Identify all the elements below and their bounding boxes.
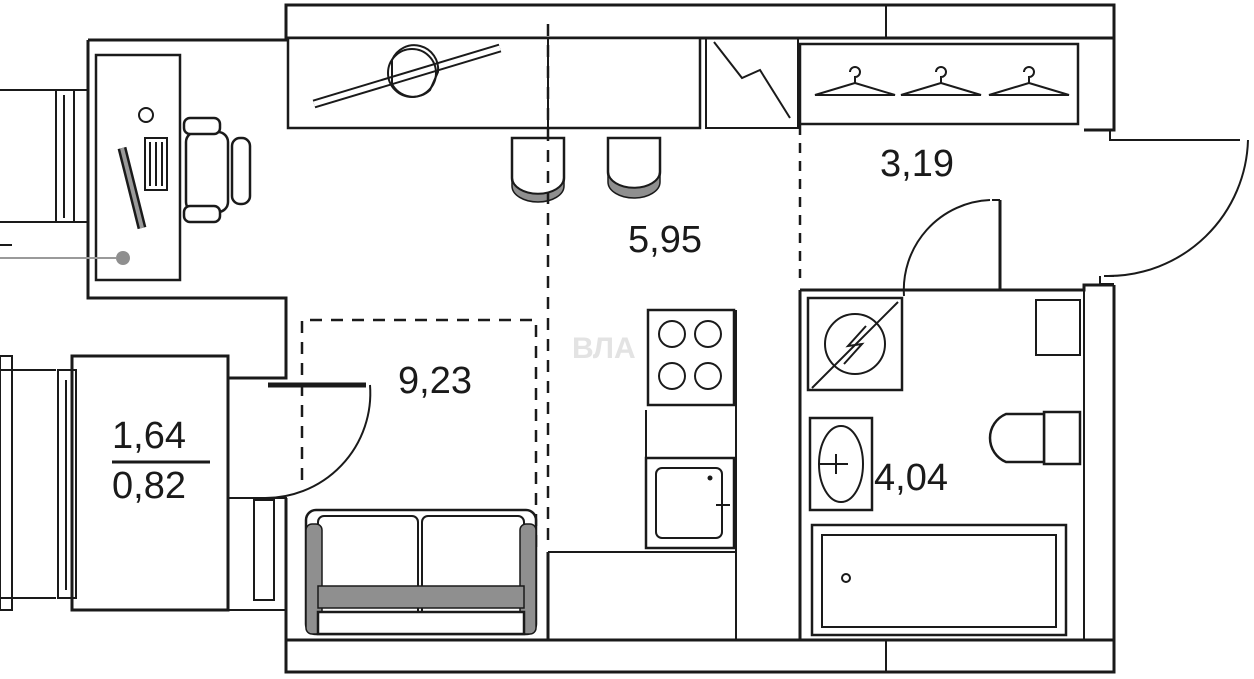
kitchen-area-label: 5,95 bbox=[628, 219, 702, 261]
kitchen-sink bbox=[644, 410, 736, 550]
desk bbox=[0, 53, 182, 282]
bar-stool bbox=[510, 136, 566, 203]
hanger-icon bbox=[900, 66, 982, 96]
washing-machine bbox=[806, 296, 904, 392]
toilet bbox=[988, 410, 1082, 466]
balcony bbox=[0, 354, 287, 612]
hall-wardrobe bbox=[798, 42, 1080, 126]
utility-niche bbox=[705, 37, 799, 129]
bathroom-sink bbox=[808, 416, 874, 512]
hanger-icon bbox=[988, 66, 1070, 96]
sofa bbox=[304, 508, 538, 636]
balcony-area-full-label: 1,64 bbox=[112, 415, 186, 457]
wardrobe-left bbox=[286, 36, 702, 130]
balcony-area-reduced-label: 0,82 bbox=[112, 465, 186, 507]
bathtub bbox=[810, 523, 1068, 637]
bar-stool bbox=[606, 136, 662, 199]
stove bbox=[646, 308, 736, 407]
office-chair bbox=[182, 116, 252, 224]
hallway-area-label: 3,19 bbox=[880, 143, 954, 185]
balcony-door bbox=[261, 382, 372, 500]
watermark-text: ВЛА bbox=[572, 332, 636, 365]
entrance-door bbox=[1084, 129, 1249, 285]
bathroom-area-label: 4,04 bbox=[874, 457, 948, 499]
hanger-icon bbox=[814, 66, 896, 96]
zone-boundaries bbox=[300, 24, 550, 548]
left-window bbox=[55, 89, 75, 223]
bathroom-door bbox=[902, 199, 1000, 297]
main-room-area-label: 9,23 bbox=[398, 360, 472, 402]
